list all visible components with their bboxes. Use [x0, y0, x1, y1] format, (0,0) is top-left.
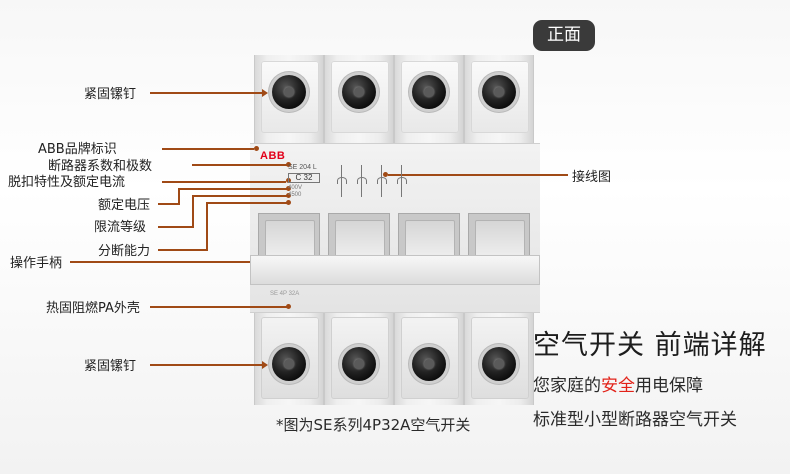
housing-print: SE 4P 32A — [270, 291, 300, 297]
leader-dot — [254, 146, 259, 151]
bottom-screw-icon — [272, 347, 306, 381]
leader-line — [178, 188, 180, 205]
leader-line — [70, 261, 295, 263]
wiring-symbol-icon — [372, 165, 392, 197]
leader-dot — [286, 304, 291, 309]
rating-box: C 32 — [288, 173, 320, 183]
bottom-screw-icon — [482, 347, 516, 381]
leader-line — [162, 181, 286, 183]
callout-series: 断路器系数和极数 — [48, 159, 153, 174]
leader-line — [150, 306, 288, 308]
circuit-breaker-image: ABB SE 204 L C 32 400V 4500 SE 4P 32A — [250, 55, 540, 405]
leader-line — [162, 148, 254, 150]
voltage-print: 400V 4500 — [288, 185, 302, 199]
handle-slot — [398, 213, 460, 263]
callout-wiring: 接线图 — [572, 170, 612, 185]
leader-line — [158, 203, 180, 205]
leader-line — [206, 202, 288, 204]
subtitle-line-2: 标准型小型断路器空气开关 — [533, 410, 737, 430]
page-title: 空气开关 前端详解 — [533, 330, 767, 361]
leader-dot — [383, 172, 388, 177]
leader-line — [178, 188, 288, 190]
subtitle-prefix: 您家庭的 — [533, 376, 601, 396]
voltage-value: 400V — [288, 185, 303, 191]
leader-line — [192, 195, 194, 228]
arrow-icon — [262, 361, 268, 369]
callout-trip: 脱扣特性及额定电流 — [8, 175, 126, 190]
callout-screw-top: 紧固镙钉 — [84, 87, 137, 102]
wiring-symbol-icon — [352, 165, 372, 197]
current-rating: C 32 — [295, 173, 313, 182]
handle-slot — [468, 213, 530, 263]
leader-line — [150, 364, 262, 366]
top-screw-icon — [272, 75, 306, 109]
image-caption: *图为SE系列4P32A空气开关 — [276, 416, 471, 434]
callout-screw-bottom: 紧固镙钉 — [84, 359, 137, 374]
leader-dot — [286, 162, 291, 167]
callout-breaking: 分断能力 — [98, 244, 151, 259]
leader-line — [192, 195, 288, 197]
breaking-value: 4500 — [288, 192, 302, 198]
leader-line — [388, 174, 568, 176]
operating-handle-bar — [250, 255, 540, 285]
abb-logo: ABB — [260, 150, 286, 162]
model-number: SE 204 L — [288, 164, 317, 171]
handle-slot — [328, 213, 390, 263]
arrow-icon — [262, 89, 268, 97]
bottom-screw-icon — [342, 347, 376, 381]
leader-dot — [286, 193, 291, 198]
callout-handle: 操作手柄 — [10, 256, 63, 271]
leader-line — [158, 226, 194, 228]
subtitle-highlight: 安全 — [601, 376, 635, 396]
callout-limit: 限流等级 — [94, 220, 147, 235]
bottom-screw-icon — [412, 347, 446, 381]
leader-line — [192, 164, 288, 166]
leader-dot — [286, 186, 291, 191]
subtitle-line-1: 您家庭的安全用电保障 — [533, 371, 703, 396]
wiring-symbol-icon — [332, 165, 352, 197]
top-screw-icon — [412, 75, 446, 109]
callout-brand: ABB品牌标识 — [38, 142, 117, 157]
leader-line — [206, 202, 208, 251]
front-view-badge: 正面 — [533, 20, 595, 51]
callout-housing: 热固阻燃PA外壳 — [46, 301, 140, 316]
callout-voltage: 额定电压 — [98, 198, 151, 213]
leader-line — [158, 249, 208, 251]
subtitle-suffix: 用电保障 — [635, 376, 703, 396]
top-screw-icon — [482, 75, 516, 109]
leader-dot — [286, 200, 291, 205]
wiring-symbol-icon — [392, 165, 412, 197]
leader-line — [150, 92, 262, 94]
top-screw-icon — [342, 75, 376, 109]
